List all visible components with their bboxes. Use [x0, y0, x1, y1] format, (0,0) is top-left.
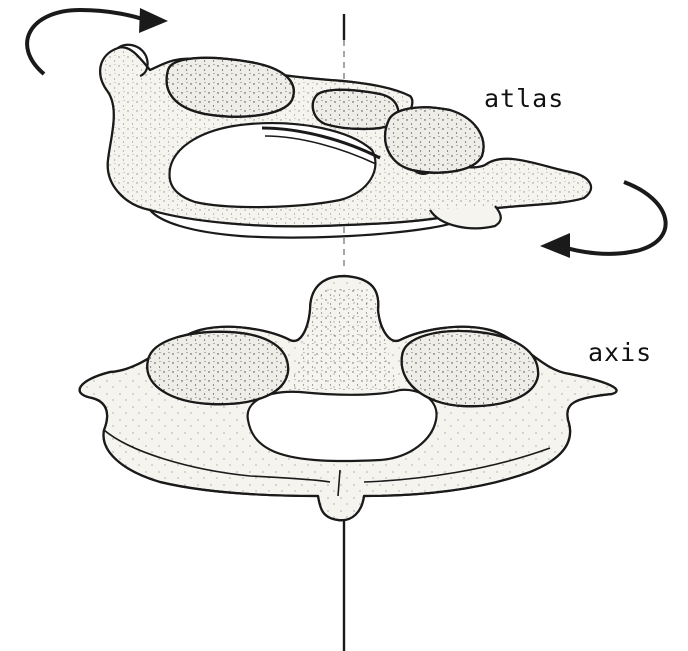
atlas-label: atlas [484, 84, 564, 113]
axis-vertebra [80, 276, 617, 520]
axis-label: axis [588, 338, 652, 367]
atlas-vertebra [100, 45, 591, 238]
